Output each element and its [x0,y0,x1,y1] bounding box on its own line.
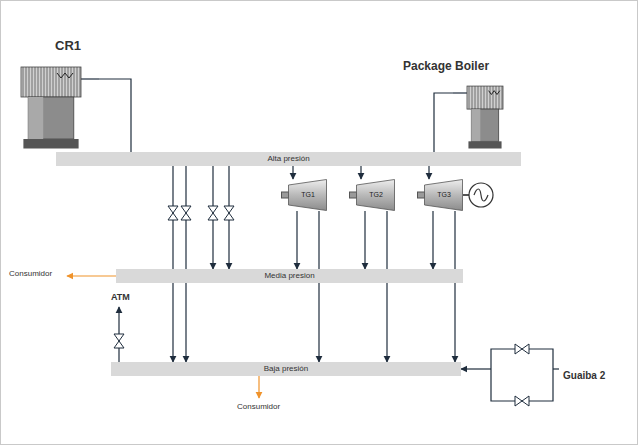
import-line [553,368,559,369]
bypass-loop [491,349,553,401]
valve-symbol [181,206,191,220]
steam-line [360,166,361,179]
import-line [461,368,491,369]
steam-line [432,211,433,269]
steam-line [454,211,455,362]
turbine-label: TG3 [429,191,451,199]
turbine-body [425,180,463,211]
turbine-shaft [418,192,425,198]
steam-header: Media presion [116,269,463,283]
steam-line [292,166,293,179]
boiler-tubes [467,86,503,109]
steam-header: Baja presión [111,362,461,376]
valve-symbol [168,206,178,220]
steam-line [434,93,453,152]
steam-line [185,166,186,362]
unit-heading: CR1 [55,38,81,53]
boiler-icon [19,63,99,149]
generator-wave [474,189,488,201]
source-label: Guaiba 2 [563,370,605,381]
boiler-icon [453,83,509,149]
header-label: Baja presión [264,364,308,374]
boiler-coil [57,73,73,78]
steam-line [428,166,429,179]
boiler-drum-light [471,109,480,141]
turbine-body [289,180,327,211]
turbine-symbol: TG1 [281,179,327,211]
valve-symbol [515,344,529,354]
header-label: Media presion [264,271,314,281]
turbine-label: TG1 [293,191,315,199]
unit-heading: Package Boiler [403,59,489,73]
steam-line [296,211,297,269]
boiler-base [468,141,501,148]
steam-line [99,79,131,152]
vent-label: ATM [111,292,130,302]
turbine-symbol: TG3 [417,179,463,211]
turbine-shaft [282,192,289,198]
boiler-unit: CR1 [19,63,99,149]
boiler-drum [471,109,498,141]
boiler-base [23,139,78,149]
steam-line [318,211,319,362]
header-label: Alta presión [267,154,309,164]
turbine-shaft [350,192,357,198]
steam-header: Alta presión [56,152,521,166]
valve-symbol [114,334,124,348]
steam-line [172,166,173,362]
boiler-tubes [21,67,81,97]
steam-line [386,211,387,362]
valve-symbol [515,396,529,406]
turbine-label: TG2 [361,191,383,199]
boiler-drum [28,97,74,139]
valve-symbol [208,206,218,220]
boiler-unit: Package Boiler [453,83,509,149]
boiler-coil [489,91,500,95]
turbine-body [357,180,395,211]
consumer-label: Consumidor [9,269,52,278]
steam-line [364,211,365,269]
turbine-symbol: TG2 [349,179,395,211]
generator-shaft [463,194,469,196]
valve-symbol [224,206,234,220]
generator-symbol [469,183,493,207]
consumer-arrow [258,376,259,398]
boiler-drum-light [28,97,43,139]
consumer-arrow [67,275,116,276]
consumer-label: Consumidor [237,402,280,411]
